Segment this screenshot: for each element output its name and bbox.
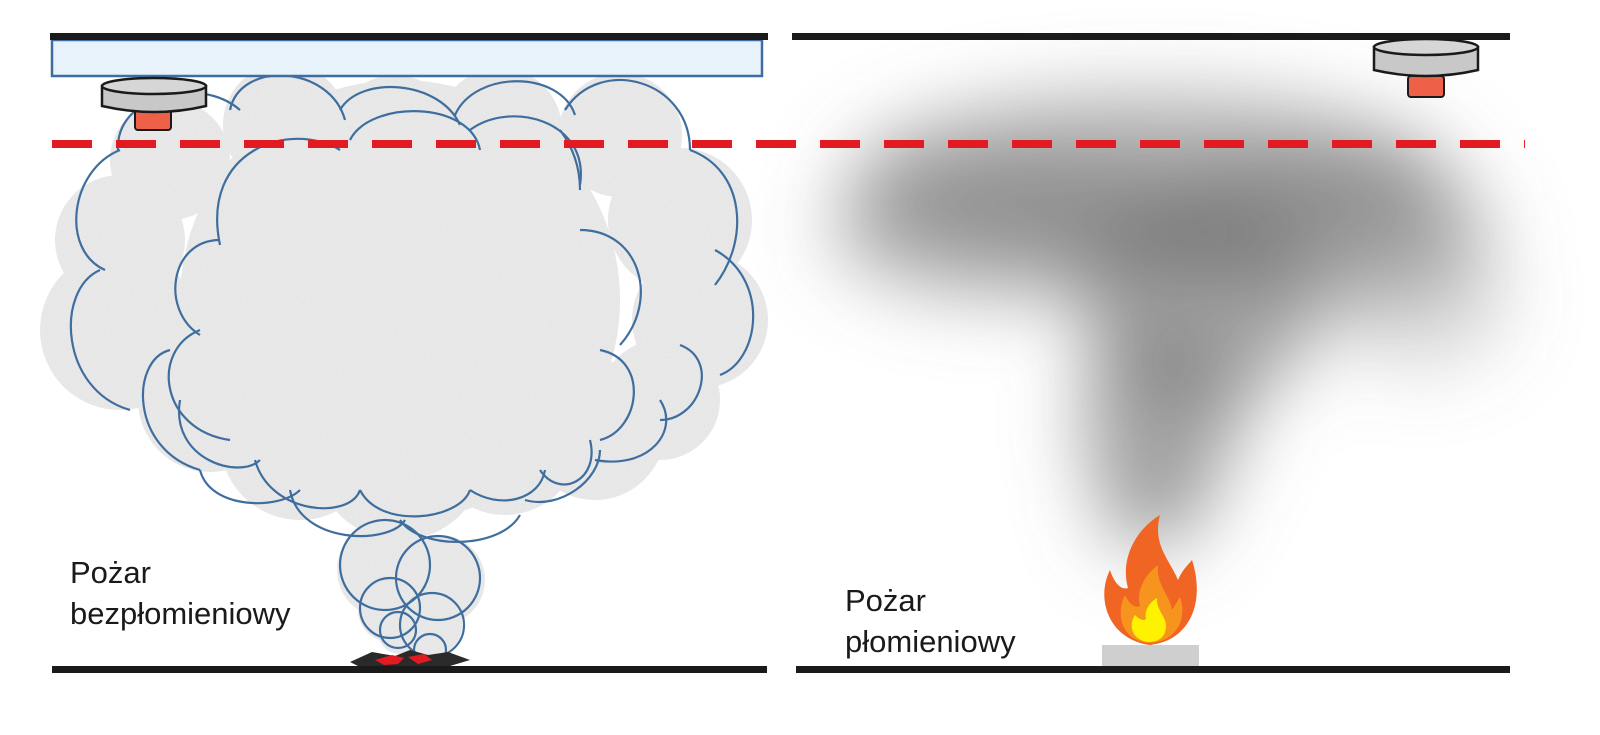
ceiling-panel xyxy=(50,38,764,78)
fuel-tray xyxy=(1102,645,1199,667)
smoulder-icon xyxy=(350,650,470,668)
caption-line-1: Pożar xyxy=(845,583,926,618)
smoke-plume xyxy=(830,95,1510,555)
smoke-detector-icon xyxy=(1372,37,1480,98)
flame-icon xyxy=(1104,515,1197,645)
panel-flaming xyxy=(792,33,1510,673)
floor-line-left xyxy=(52,666,767,673)
caption-flaming-fire: Pożar płomieniowy xyxy=(845,580,1016,662)
caption-line-2: płomieniowy xyxy=(845,624,1016,659)
ceiling-line-left xyxy=(50,33,768,40)
ceiling-line-right xyxy=(792,33,1510,40)
smoke-detector-icon xyxy=(100,76,208,131)
caption-smouldering-fire: Pożar bezpłomieniowy xyxy=(70,552,291,634)
caption-line-2: bezpłomieniowy xyxy=(70,596,291,631)
caption-line-1: Pożar xyxy=(70,555,151,590)
floor-line-right xyxy=(796,666,1510,673)
